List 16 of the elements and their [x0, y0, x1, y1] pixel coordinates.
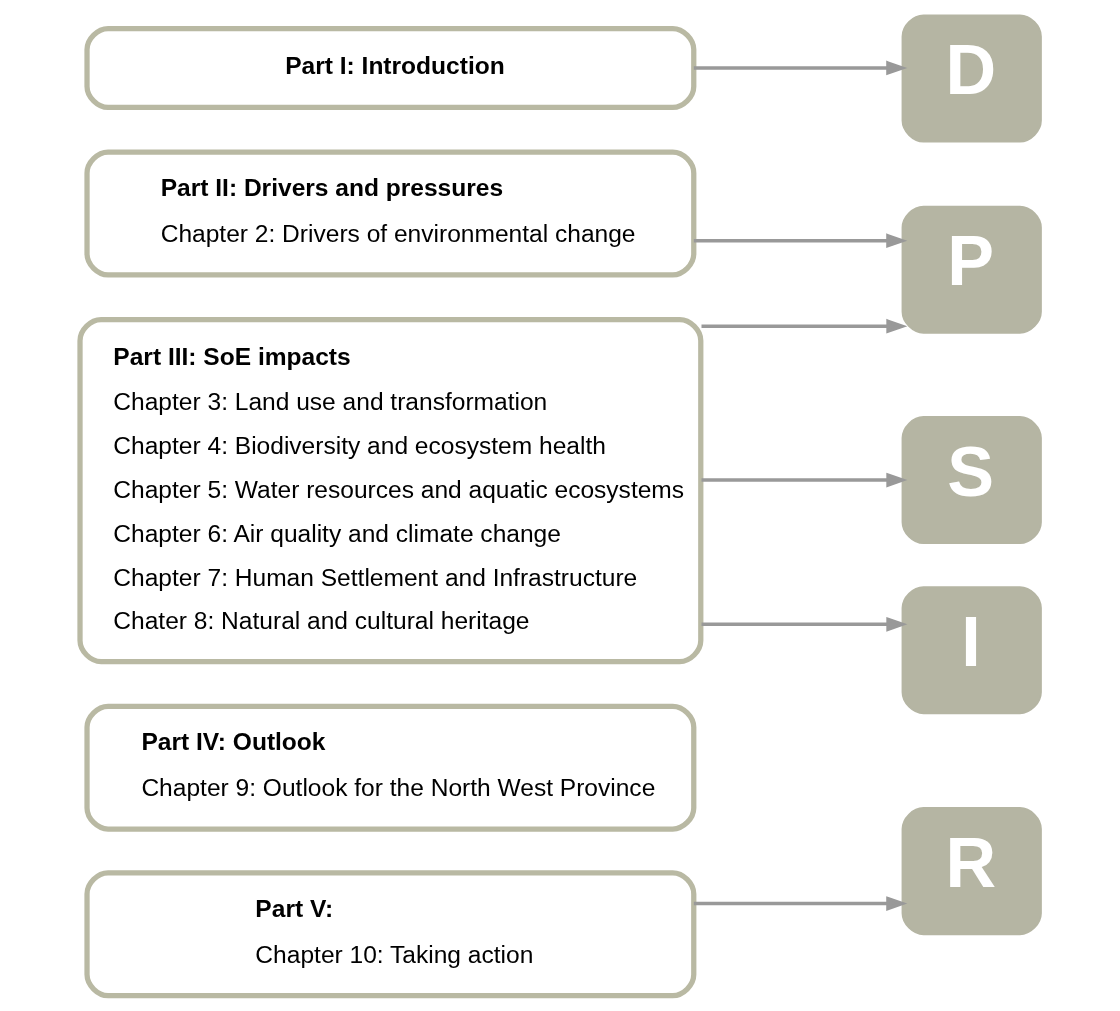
arrow: [701, 472, 907, 488]
node-box: Part III: SoE impacts Chapter 3: Land use and transformation Chapter 4: Biodiversity and ecosystem health Chapter 5: Water resources and aquatic ecosystems Chapter 6: Air quality and climate change Chapter 7: Human Settlement and Infrastructure Chater 8: Natural and cultural heritage: [76, 317, 703, 665]
arrow: [693, 233, 907, 249]
arrow: [693, 896, 907, 911]
arrow: [693, 60, 907, 76]
node-box: D: [901, 14, 1042, 143]
node-box: Part II: Drivers and pressures Chapter 2: Drivers of environmental change: [83, 149, 696, 278]
node-box: I: [901, 586, 1042, 715]
node-box: Part IV: Outlook Chapter 9: Outlook for the North West Province: [83, 703, 696, 832]
arrow: [701, 318, 907, 334]
arrow: [701, 616, 907, 632]
node-box: P: [901, 205, 1042, 334]
node-box: Part V: Chapter 10: Taking action: [83, 870, 696, 999]
node-box: R: [901, 807, 1042, 936]
node-box: S: [901, 416, 1042, 545]
node-box: Part I: Introduction: [83, 25, 696, 111]
